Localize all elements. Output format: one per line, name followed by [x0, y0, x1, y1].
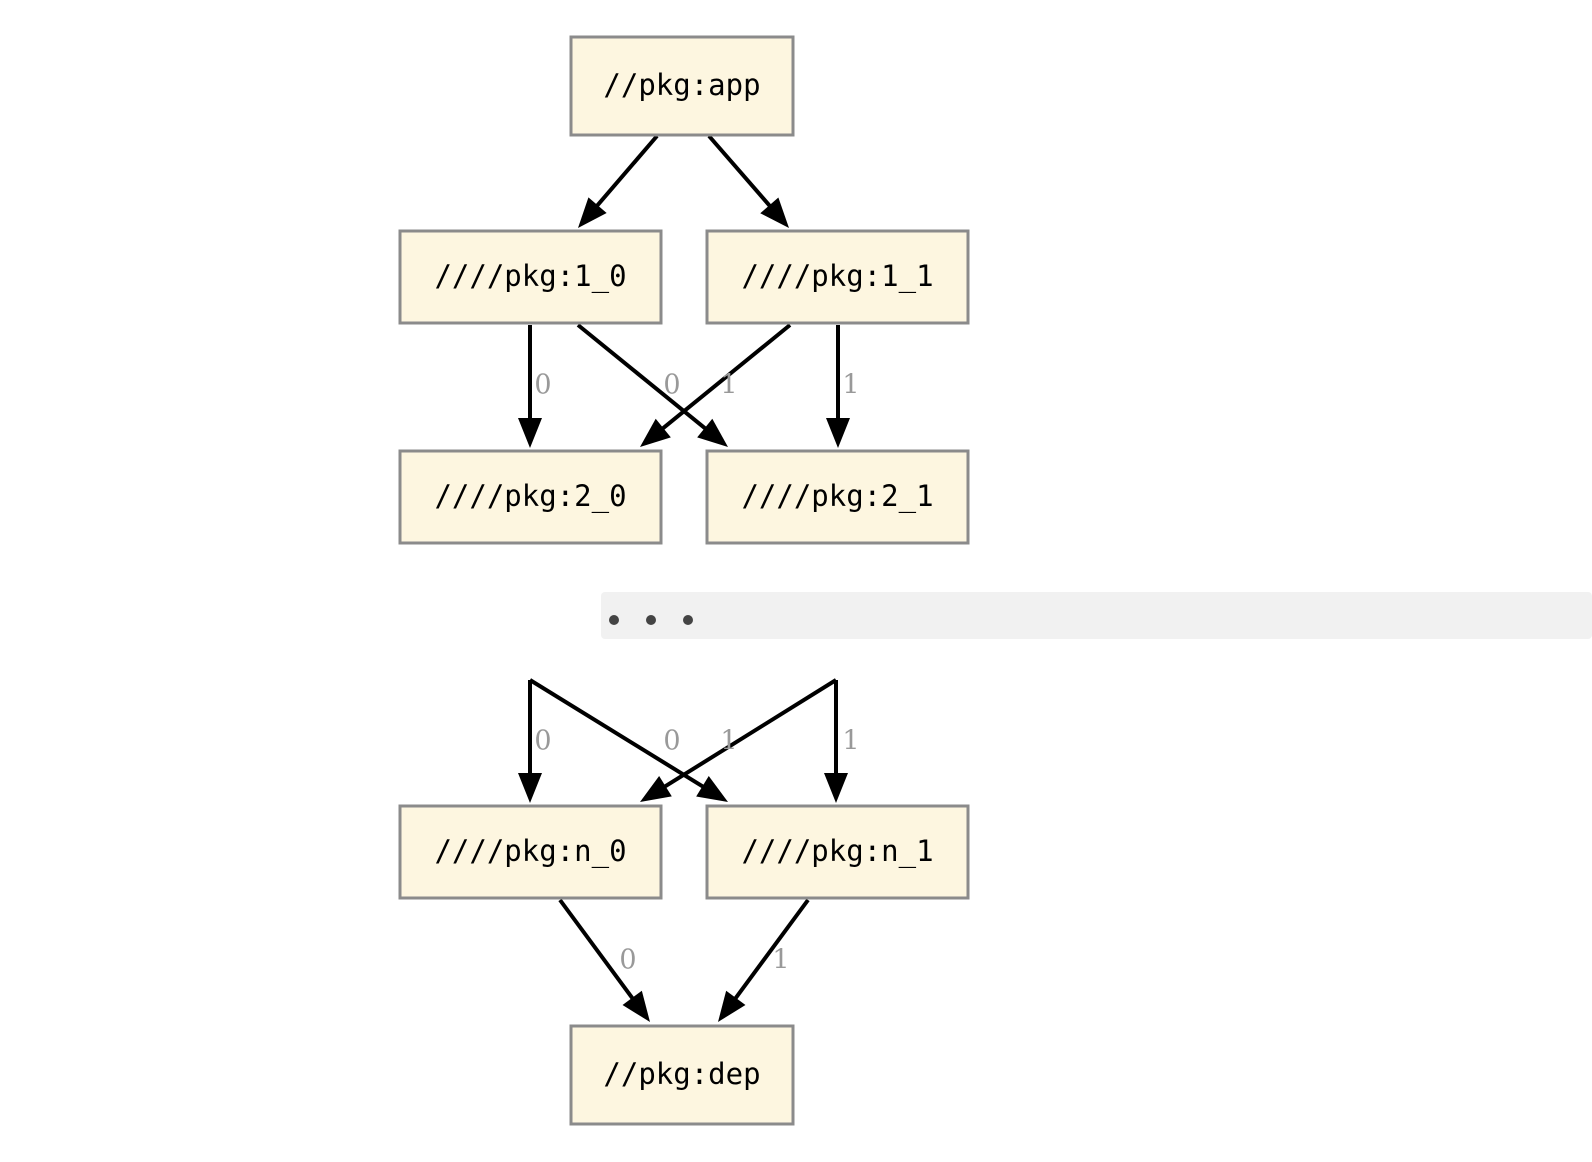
graph-edge: [718, 898, 810, 1022]
edges-layer: [518, 134, 850, 1022]
edge-label: 1: [842, 370, 859, 401]
node-box[interactable]: [398, 229, 663, 325]
edge-label: 0: [534, 370, 551, 401]
edge-line: [707, 134, 774, 210]
graph-node-n2_0[interactable]: ////pkg:2_0: [398, 449, 663, 545]
node-label: //pkg:dep: [603, 1057, 760, 1091]
edge-arrowhead: [824, 773, 848, 803]
graph-node-dep[interactable]: //pkg:dep: [569, 1024, 795, 1126]
node-box[interactable]: [398, 449, 663, 545]
edge-line: [661, 678, 838, 790]
graph-node-nn_1[interactable]: ////pkg:n_1: [705, 804, 970, 900]
edge-line: [659, 323, 792, 432]
edge-arrowhead: [697, 418, 728, 447]
graph-node-app[interactable]: //pkg:app: [569, 35, 795, 137]
edge-labels-layer: 0 0 1 1 0 0 1 1 0 1: [534, 370, 859, 976]
edge-arrowhead: [640, 418, 671, 447]
graph-node-n2_1[interactable]: ////pkg:2_1: [705, 449, 970, 545]
graph-edge: [518, 325, 542, 448]
ellipsis-band: [601, 592, 1592, 639]
node-label: ////pkg:1_0: [434, 259, 626, 294]
node-label: //pkg:app: [603, 68, 760, 102]
edge-arrowhead: [718, 990, 746, 1022]
node-box[interactable]: [705, 804, 970, 900]
graph-edge: [578, 134, 659, 228]
graph-edge: [640, 323, 792, 447]
graph-edge: [576, 323, 728, 447]
edge-label: 1: [842, 726, 859, 757]
edge-label: 1: [720, 370, 737, 401]
graph-edge: [826, 325, 850, 448]
graph-edge: [640, 678, 838, 802]
edge-arrowhead: [622, 990, 650, 1022]
graph-edge: [707, 134, 789, 228]
graph-edge: [528, 678, 728, 802]
edge-arrowhead: [578, 197, 607, 228]
ellipsis-dot-2: [683, 615, 693, 625]
node-box[interactable]: [569, 1024, 795, 1126]
edge-label: 0: [534, 726, 551, 757]
graph-node-nn_0[interactable]: ////pkg:n_0: [398, 804, 663, 900]
edge-arrowhead: [826, 418, 850, 448]
edge-arrowhead: [640, 775, 672, 802]
ellipsis-dot-0: [609, 615, 619, 625]
edge-label: 0: [663, 370, 680, 401]
node-box[interactable]: [705, 449, 970, 545]
nodes-layer: //pkg:app ////pkg:1_0 ////pkg:1_1 ////pkg:2…: [398, 35, 970, 1126]
edge-arrowhead: [696, 776, 728, 802]
edge-label: 1: [720, 726, 737, 757]
edge-label: 0: [663, 726, 680, 757]
edge-line: [576, 323, 709, 432]
node-label: ////pkg:1_1: [741, 259, 933, 294]
node-box[interactable]: [705, 229, 970, 325]
node-label: ////pkg:n_0: [434, 834, 626, 869]
edge-line: [558, 898, 636, 1002]
ellipsis-dot-1: [646, 615, 656, 625]
edge-label: 1: [772, 945, 789, 976]
node-box[interactable]: [569, 35, 795, 137]
graph-node-n1_0[interactable]: ////pkg:1_0: [398, 229, 663, 325]
edge-arrowhead: [518, 418, 542, 448]
edge-arrowhead: [760, 197, 789, 228]
graph-edge: [824, 680, 848, 803]
graph-edge: [558, 898, 650, 1022]
graph-node-n1_1[interactable]: ////pkg:1_1: [705, 229, 970, 325]
edge-label: 0: [619, 945, 636, 976]
edge-line: [593, 134, 659, 210]
graph-edge: [518, 680, 542, 803]
edge-line: [732, 898, 810, 1002]
ellipsis-separator: [601, 592, 1592, 639]
node-box[interactable]: [398, 804, 663, 900]
node-label: ////pkg:2_1: [741, 479, 933, 514]
node-label: ////pkg:n_1: [741, 834, 933, 869]
edge-line: [528, 678, 707, 790]
edge-arrowhead: [518, 773, 542, 803]
node-label: ////pkg:2_0: [434, 479, 626, 514]
